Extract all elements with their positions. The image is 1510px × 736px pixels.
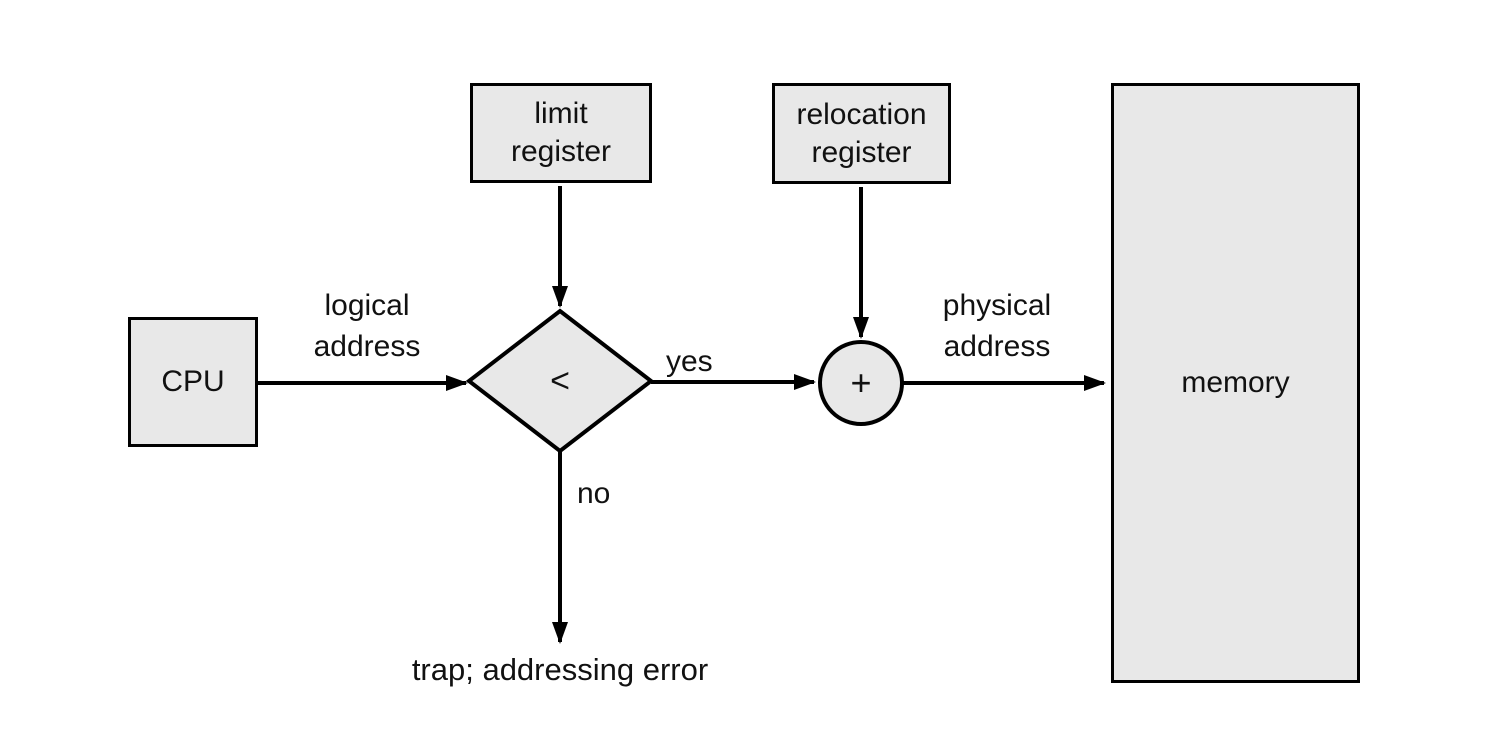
memory-node: memory (1111, 83, 1360, 683)
less-than-symbol: < (550, 362, 570, 400)
limit-register-label-line1: limit (534, 97, 588, 130)
relocation-register-label-line1: relocation (796, 97, 927, 131)
cpu-node: CPU (128, 317, 258, 447)
physical-address-label: physical address (902, 285, 1092, 367)
plus-symbol: + (850, 362, 872, 403)
trap-error-label: trap; addressing error (411, 652, 709, 687)
limit-register-label-line2: register (510, 135, 612, 168)
physical-address-line2: address (943, 330, 1051, 363)
memory-label: memory (1181, 366, 1290, 399)
logical-address-line2: address (313, 330, 421, 363)
physical-address-line1: physical (942, 289, 1052, 322)
relocation-register-node: relocation register (772, 83, 951, 184)
cpu-label: CPU (161, 365, 225, 398)
logical-address-line1: logical (324, 289, 410, 322)
relocation-register-label-line2: register (811, 135, 912, 169)
limit-register-node: limit register (470, 83, 652, 183)
compare-diamond (465, 308, 655, 454)
adder-circle (818, 340, 904, 426)
logical-address-label: logical address (272, 285, 462, 367)
no-label: no (577, 477, 611, 510)
yes-label: yes (666, 345, 713, 378)
